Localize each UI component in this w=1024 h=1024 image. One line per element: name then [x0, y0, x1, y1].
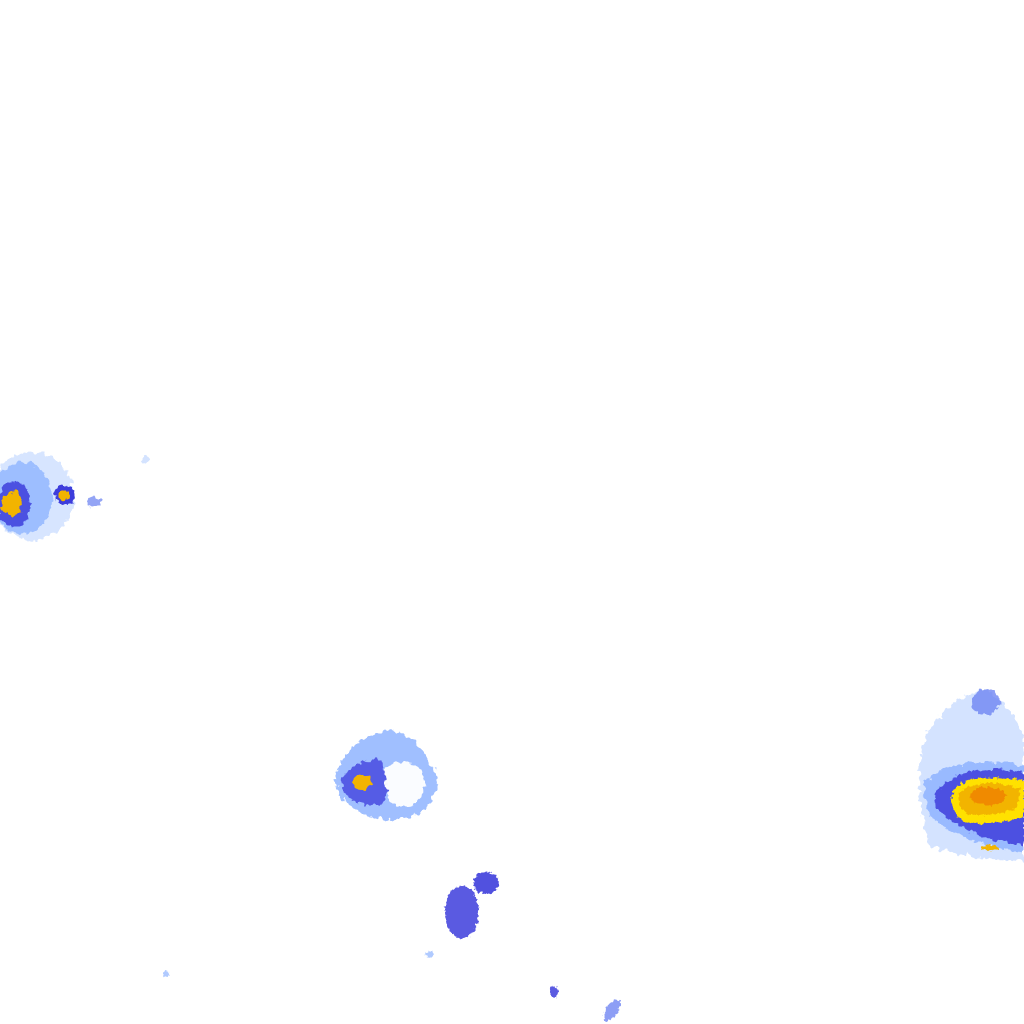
- storm-band-south-fleck-3: [426, 951, 434, 957]
- storm-cell-right-core-group: [951, 777, 1024, 851]
- storm-cell-left-trail: [87, 496, 101, 508]
- storm-cell-center-core: [352, 774, 372, 790]
- storm-band-south: [163, 872, 621, 1021]
- storm-band-south-fleck-1: [550, 986, 558, 998]
- storm-cell-right-max: [970, 787, 1006, 805]
- storm-cell-right-cap: [972, 690, 1000, 714]
- storm-cell-left-fleck: [141, 455, 149, 465]
- storm-cell-left-small-core: [57, 490, 69, 500]
- storm-band-south-blob-1: [445, 886, 479, 938]
- storm-band-south-fleck-2: [603, 999, 621, 1021]
- storm-band-south-fleck-4: [163, 971, 169, 977]
- storm-cell-left-core: [2, 490, 22, 516]
- storm-cell-center-hole: [384, 762, 425, 808]
- storm-band-south-blob-2: [473, 872, 499, 894]
- storm-cell-right-fleck: [981, 845, 999, 851]
- storm-cell-left: [0, 452, 149, 540]
- storm-cell-center: [336, 730, 438, 820]
